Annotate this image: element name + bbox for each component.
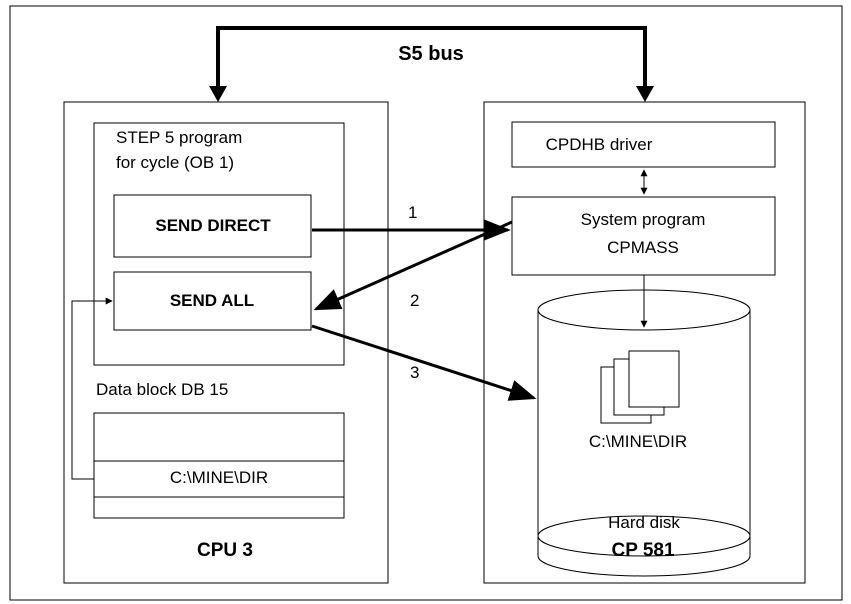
send-direct-box <box>113 194 312 258</box>
program-title-line2: for cycle (OB 1) <box>116 153 235 172</box>
data-block-label: Data block DB 15 <box>96 380 229 399</box>
hard-disk-cylinder <box>537 289 751 577</box>
driver-box <box>511 121 776 168</box>
disk-path-label: C:\MINE\DIR <box>588 432 688 451</box>
send-direct-label: SEND DIRECT <box>155 216 271 235</box>
flow-arrow-2 <box>313 220 513 311</box>
path-reference-arrow <box>71 297 113 480</box>
cpu-title: CPU 3 <box>197 540 253 561</box>
step-label-3: 3 <box>410 363 420 382</box>
send-all-label: SEND ALL <box>169 291 255 310</box>
data-block-path: C:\MINE\DIR <box>169 468 269 487</box>
program-title-line1: STEP 5 program <box>116 128 243 147</box>
s5-bus <box>209 26 654 102</box>
file-stack-icon <box>600 350 680 424</box>
data-block-table <box>93 412 345 519</box>
driver-label: CPDHB driver <box>545 135 653 154</box>
cpu-box <box>63 101 389 584</box>
bus-label: S5 bus <box>398 43 464 65</box>
sysprog-line2: CPMASS <box>607 238 679 257</box>
hard-disk-label: Hard disk <box>608 513 680 532</box>
outer-frame <box>9 5 843 601</box>
step5-program-box <box>93 122 345 366</box>
step-label-2: 2 <box>410 291 420 310</box>
cp-box <box>483 101 806 584</box>
step-label-1: 1 <box>408 203 418 222</box>
sysprog-line1: System program <box>580 210 706 229</box>
send-all-box <box>113 271 312 331</box>
flow-arrow-3 <box>311 324 537 401</box>
sysprog-box <box>511 196 776 276</box>
cp-title: CP 581 <box>611 540 675 561</box>
